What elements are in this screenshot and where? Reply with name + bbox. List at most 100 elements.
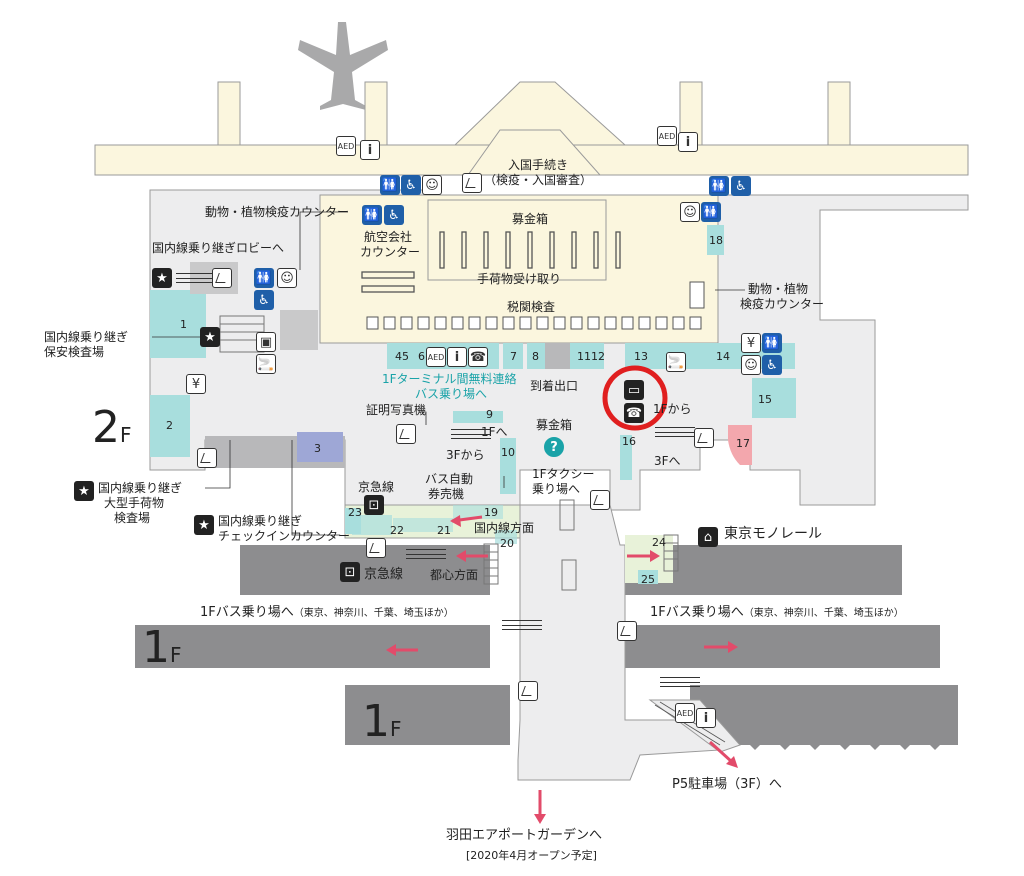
parking-label: P5駐車場（3F）へ bbox=[672, 777, 782, 792]
shop-number: 13 bbox=[634, 350, 648, 363]
bus-left-label: 1Fバス乗り場へ（東京、神奈川、千葉、埼玉ほか） bbox=[200, 605, 454, 620]
quarantine-right-label-1: 動物・植物 bbox=[748, 282, 809, 296]
currency-exchange-icon: ¥ bbox=[741, 333, 761, 353]
escalator-icon bbox=[366, 538, 386, 558]
aed-icon: AED bbox=[336, 136, 356, 156]
shop-number: 11 bbox=[577, 350, 591, 363]
airplane-icon bbox=[298, 22, 388, 110]
airline-counter-label-2: カウンター bbox=[360, 245, 421, 259]
moving-walkway-icon bbox=[660, 677, 700, 687]
train-icon: ⊡ bbox=[340, 562, 360, 582]
shop-number: 23 bbox=[348, 506, 362, 519]
info-icon: i bbox=[678, 132, 698, 152]
shop-number: 12 bbox=[591, 350, 605, 363]
shop-number: 45 bbox=[395, 350, 409, 363]
smoking-icon: 🚬 bbox=[666, 352, 686, 372]
bus-link-label-1: 1Fターミナル間無料連絡 bbox=[382, 372, 517, 386]
bus-right-label: 1Fバス乗り場へ（東京、神奈川、千葉、埼玉ほか） bbox=[650, 605, 904, 620]
phone-icon: ☎ bbox=[468, 347, 488, 367]
oversize-baggage-label-2: 大型手荷物 bbox=[104, 496, 165, 510]
aed-icon: AED bbox=[657, 126, 677, 146]
moving-walkway-icon bbox=[655, 427, 695, 437]
customs-label: 税関検査 bbox=[507, 300, 556, 314]
donation-box-mid: 募金箱 bbox=[536, 418, 573, 432]
escalator-icon bbox=[694, 428, 714, 448]
escalator-icon bbox=[518, 681, 538, 701]
security-guard-icon: ★ bbox=[200, 327, 220, 347]
info-icon: i bbox=[447, 347, 467, 367]
train-icon: ⊡ bbox=[364, 495, 384, 515]
security-guard-icon: ★ bbox=[152, 268, 172, 288]
pier-structures bbox=[94, 81, 969, 176]
help-icon: ? bbox=[544, 437, 564, 457]
computer-icon[interactable]: ▭ bbox=[624, 380, 644, 400]
currency-exchange-icon: ¥ bbox=[186, 374, 206, 394]
shop-number: 1 bbox=[180, 318, 187, 331]
shop-number: 18 bbox=[709, 234, 723, 247]
escalator-icon bbox=[590, 490, 610, 510]
baggage-claim-label: 手荷物受け取り bbox=[477, 272, 562, 286]
airline-counter-label-1: 航空会社 bbox=[364, 230, 413, 244]
photo-booth-label: 証明写真機 bbox=[366, 403, 427, 417]
shop-number: 21 bbox=[437, 524, 451, 537]
shop-number: 20 bbox=[500, 537, 514, 550]
escalator-icon bbox=[462, 173, 482, 193]
shop-number: 15 bbox=[758, 393, 772, 406]
domestic-security-label-2: 保安検査場 bbox=[44, 345, 105, 359]
toilet-icon: 🚻 bbox=[362, 205, 382, 225]
checkin-counter-label-2: チェックインカウンター bbox=[218, 529, 351, 543]
shop-number: 6 bbox=[418, 350, 425, 363]
from-1f-label: 1Fから bbox=[653, 402, 692, 416]
shop-number: 2 bbox=[166, 419, 173, 432]
ticket-machine-label-1: バス自動 bbox=[425, 472, 474, 486]
immigration-sub-label: （検疫・入国審査） bbox=[483, 173, 592, 187]
info-icon: i bbox=[696, 708, 716, 728]
garden-label-1: 羽田エアポートガーデンへ bbox=[446, 828, 603, 843]
wheelchair-icon: ♿ bbox=[762, 355, 782, 375]
shop-number: 3 bbox=[314, 442, 321, 455]
phone-icon[interactable]: ☎ bbox=[624, 403, 644, 423]
arrival-exit-label: 到着出口 bbox=[530, 379, 579, 393]
baby-room-icon: ☺ bbox=[741, 355, 761, 375]
donation-box-top: 募金箱 bbox=[512, 212, 549, 226]
shop-18 bbox=[707, 225, 724, 255]
taxi-label-1: 1Fタクシー bbox=[532, 467, 595, 481]
road-bands bbox=[135, 545, 958, 750]
wheelchair-icon: ♿ bbox=[254, 290, 274, 310]
toilet-icon: 🚻 bbox=[762, 333, 782, 353]
monorail-label: 東京モノレール bbox=[724, 526, 822, 542]
toilet-icon: 🚻 bbox=[709, 176, 729, 196]
toilet-icon: 🚻 bbox=[701, 202, 721, 222]
to-1f-label: 1Fへ bbox=[481, 425, 508, 439]
shop-1 bbox=[150, 290, 206, 358]
ticket-machine-label-2: 券売機 bbox=[428, 487, 465, 501]
escalator-icon bbox=[617, 621, 637, 641]
baby-room-icon: ☺ bbox=[422, 175, 442, 195]
shop-number: 7 bbox=[510, 350, 517, 363]
shop-number: 22 bbox=[390, 524, 404, 537]
shop-number: 24 bbox=[652, 536, 666, 549]
security-guard-icon: ★ bbox=[194, 515, 214, 535]
escalator-icon bbox=[197, 448, 217, 468]
security-guard-icon: ★ bbox=[74, 481, 94, 501]
shop-3 bbox=[297, 432, 343, 462]
keikyu-top-label: 京急線 bbox=[358, 480, 395, 494]
shop-number: 9 bbox=[486, 408, 493, 421]
domestic-direction-label: 国内線方面 bbox=[474, 521, 535, 535]
aed-icon: AED bbox=[675, 703, 695, 723]
quarantine-right-label-2: 検疫カウンター bbox=[740, 297, 825, 311]
shop-number: 16 bbox=[622, 435, 636, 448]
city-direction-label: 都心方面 bbox=[430, 568, 479, 582]
immigration-label: 入国手続き bbox=[507, 158, 568, 172]
toilet-icon: 🚻 bbox=[380, 175, 400, 195]
shop-number: 25 bbox=[641, 573, 655, 586]
wheelchair-icon: ♿ bbox=[401, 175, 421, 195]
checkin-counter-label-1: 国内線乗り継ぎ bbox=[218, 514, 303, 528]
wheelchair-icon: ♿ bbox=[731, 176, 751, 196]
oversize-baggage-label-3: 検査場 bbox=[114, 511, 151, 525]
info-icon: i bbox=[360, 140, 380, 160]
